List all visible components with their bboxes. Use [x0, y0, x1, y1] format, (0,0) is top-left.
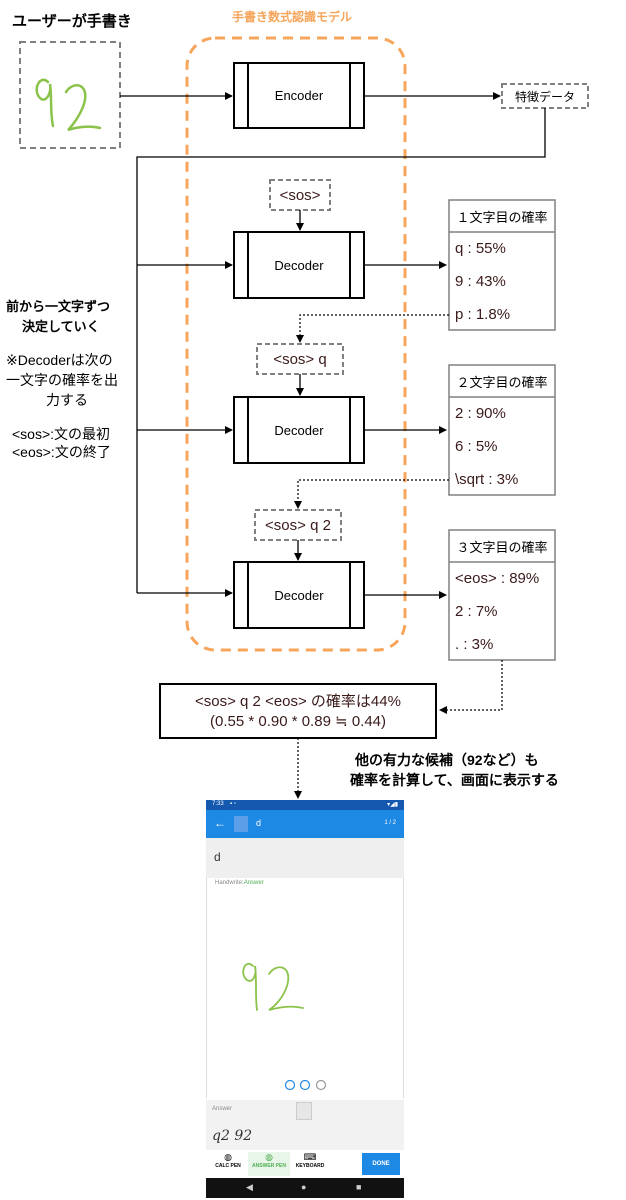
prob-table-2-title: ２文字目の確率	[456, 374, 548, 390]
input-token-2: <sos> q	[273, 350, 327, 368]
prob-3-item-2: 2 : 7%	[455, 603, 498, 620]
prob-1-item-3: p : 1.8%	[455, 306, 511, 323]
handwriting-9	[35, 78, 55, 128]
answer-pen-button[interactable]: ◍ ANSWER PEN	[248, 1152, 290, 1176]
model-boundary	[185, 36, 407, 652]
document-icon	[234, 816, 248, 832]
prob-table-3	[448, 529, 556, 661]
prob-1-item-2: 9 : 43%	[455, 273, 506, 290]
decoder-label-2: Decoder	[274, 422, 324, 438]
answer-area: Answer q2 92	[206, 1100, 404, 1150]
prob-3-item-1: <eos> : 89%	[455, 570, 540, 587]
caption-line-1: 他の有力な候補（92など）も	[355, 752, 539, 768]
user-handwrite-title: ユーザーが手書き	[12, 13, 132, 30]
decoder-label-1: Decoder	[274, 257, 324, 273]
answer-pen-label: ANSWER PEN	[252, 1163, 286, 1169]
caption-line-2: 確率を計算して、画面に表示する	[350, 772, 559, 788]
status-time: 7:33	[212, 801, 224, 807]
prob-table-2	[448, 364, 556, 496]
tool-bar: ◍ CALC PEN ◍ ANSWER PEN ⌨ KEYBOARD DONE	[206, 1150, 404, 1178]
battery-icon: ▾◢▮	[387, 802, 398, 808]
prob-table-1	[448, 199, 556, 331]
encoder-label: Encoder	[274, 88, 324, 103]
eos-definition: <eos>:文の終了	[12, 444, 111, 460]
answer-label: Answer	[212, 1106, 233, 1112]
side-note-line1: 前から一文字ずつ	[6, 299, 111, 314]
app-title: d	[256, 818, 262, 828]
side-note-3: ※Decoderは次の	[6, 352, 113, 368]
nav-bar: ◀ ● ■	[206, 1178, 404, 1198]
prob-1-item-1: q : 55%	[455, 240, 506, 257]
decoder-box-2	[233, 396, 365, 464]
answer-cursor-box[interactable]	[296, 1102, 312, 1120]
keyboard-icon: ⌨	[303, 1152, 317, 1162]
prob-2-item-2: 6 : 5%	[455, 438, 498, 455]
handwriting-canvas[interactable]: Handwrite:Answer	[206, 878, 404, 1098]
question-area: d	[206, 838, 404, 878]
status-bar: 7:33 ▪ ▫ ▾◢▮	[206, 800, 404, 810]
sos-definition: <sos>:文の最初	[12, 426, 111, 442]
done-button[interactable]: DONE	[362, 1153, 400, 1175]
answer-values[interactable]: q2 92	[212, 1128, 253, 1144]
model-title: 手書き数式認識モデル	[232, 10, 353, 24]
answer-pen-icon: ◍	[265, 1152, 273, 1162]
prob-3-item-3: . : 3%	[455, 636, 494, 653]
prob-table-3-title: ３文字目の確率	[456, 539, 548, 555]
result-line-1: <sos> q 2 <eos> の確率は44%	[195, 693, 401, 710]
encoder-box	[233, 62, 365, 129]
page-counter: 1 / 2	[384, 820, 396, 826]
features-label: 特徴データ	[514, 89, 575, 104]
question-text: d	[214, 850, 221, 864]
calc-pen-label: CALC PEN	[215, 1163, 241, 1169]
handwriting-2	[64, 84, 102, 132]
status-icons: ▪ ▫	[230, 801, 236, 807]
calc-pen-button[interactable]: ◍ CALC PEN	[208, 1152, 248, 1176]
input-token-3: <sos> q 2	[265, 516, 331, 534]
app-screenshot: 7:33 ▪ ▫ ▾◢▮ ← d 1 / 2 d Handwrite:Answe…	[206, 800, 404, 1198]
nav-recent-icon[interactable]: ■	[356, 1182, 362, 1192]
prob-table-1-title: １文字目の確率	[456, 209, 548, 225]
redo-icon	[315, 1079, 327, 1091]
back-arrow-icon[interactable]: ←	[214, 816, 226, 830]
input-box-2	[256, 343, 344, 375]
keyboard-button[interactable]: ⌨ KEYBOARD	[292, 1152, 328, 1176]
result-box	[159, 683, 437, 739]
nav-back-icon[interactable]: ◀	[246, 1182, 253, 1192]
side-note-4: 一文字の確率を出	[6, 372, 118, 388]
result-line-2: (0.55 * 0.90 * 0.89 ≒ 0.44)	[209, 713, 387, 730]
app-bar: ← d 1 / 2	[206, 810, 404, 838]
prob-2-item-1: 2 : 90%	[455, 405, 506, 422]
input-box-3	[254, 509, 342, 541]
user-input-box	[19, 41, 121, 149]
features-box	[501, 83, 589, 109]
side-note-line2: 決定していく	[22, 319, 100, 334]
prob-2-item-3: \sqrt : 3%	[455, 471, 519, 488]
canvas-handwriting	[242, 963, 327, 1091]
decoder-label-3: Decoder	[274, 587, 324, 603]
decoder-box-3	[233, 561, 365, 629]
nav-home-icon[interactable]: ●	[301, 1182, 307, 1192]
canvas-label: Handwrite:Answer	[215, 880, 264, 886]
undo-all-icon	[284, 1079, 296, 1091]
undo-icon	[299, 1079, 311, 1091]
keyboard-label: KEYBOARD	[295, 1163, 325, 1169]
side-note-5: 力する	[46, 392, 88, 408]
calc-pen-icon: ◍	[224, 1152, 232, 1162]
input-token-1: <sos>	[279, 186, 321, 204]
